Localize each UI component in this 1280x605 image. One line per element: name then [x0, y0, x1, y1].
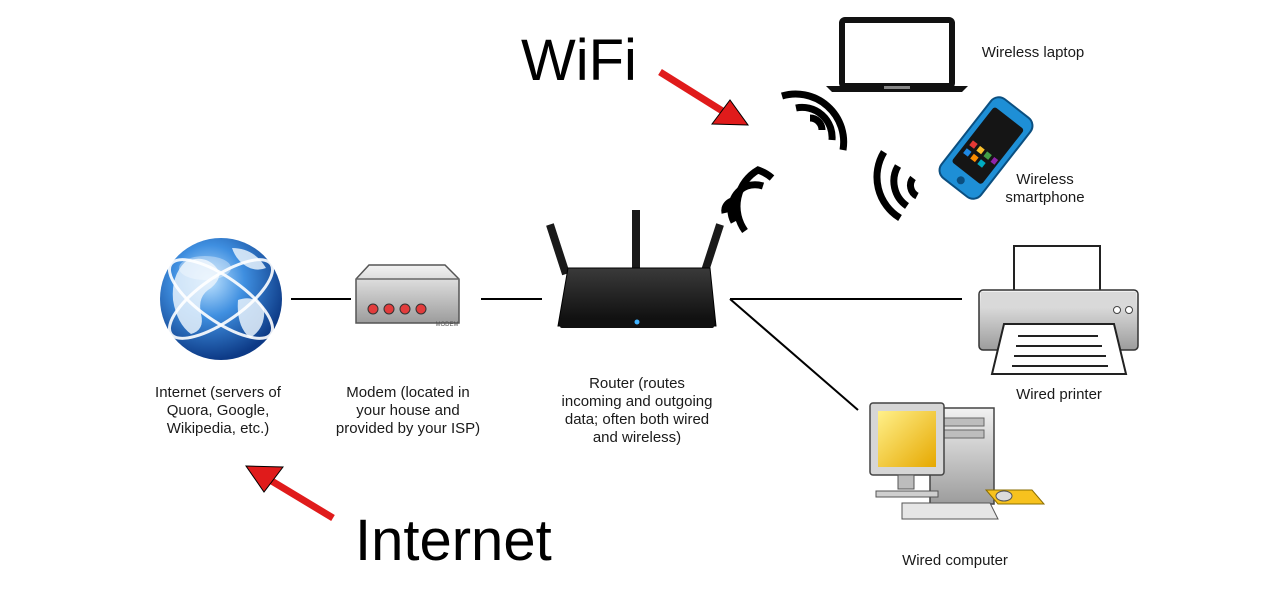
printer-label: Wired printer [1016, 386, 1102, 403]
phone-wifi-signal-icon [873, 150, 919, 221]
wifi-heading: WiFi [521, 28, 637, 93]
laptop-icon [826, 17, 968, 92]
smartphone-icon [938, 96, 1034, 200]
link-router-computer [729, 298, 859, 411]
laptop-wifi-signal-icon [781, 90, 848, 151]
wifi-signal-icon [721, 166, 775, 234]
computer-icon [869, 402, 1046, 520]
internet-arrow [268, 477, 335, 521]
computer-label: Wired computer [902, 552, 1008, 569]
router-label: Router (routes incoming and outgoing dat… [561, 375, 713, 446]
globe-icon [160, 238, 282, 360]
router-icon [546, 210, 724, 328]
printer-icon [978, 245, 1139, 375]
internet-arrow-head [245, 465, 284, 493]
connection-lines [291, 298, 962, 411]
internet-heading: Internet [355, 508, 552, 573]
wifi-arrow-head [711, 99, 749, 126]
laptop-label: Wireless laptop [981, 44, 1085, 61]
smartphone-label: Wireless smartphone [1005, 171, 1085, 206]
modem-icon: MODEM [355, 264, 460, 328]
modem-plate-text: MODEM [436, 322, 459, 328]
internet-label: Internet (servers of Quora, Google, Wiki… [155, 384, 281, 437]
wifi-arrow [658, 69, 726, 115]
modem-label: Modem (located in your house and provide… [335, 384, 481, 437]
red-arrow-icon [245, 69, 749, 521]
